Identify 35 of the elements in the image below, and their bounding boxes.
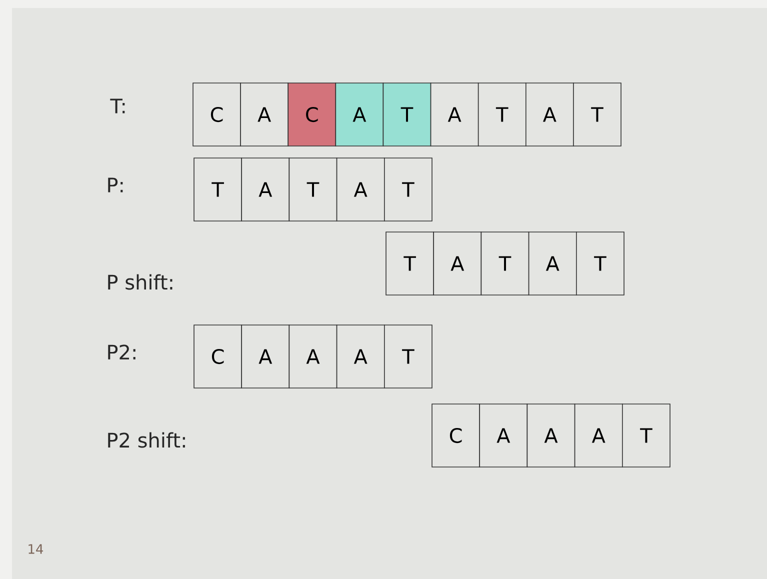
cell-box: T	[480, 232, 530, 296]
cell-box: A	[433, 232, 482, 296]
cell-box: A	[430, 82, 479, 146]
cell-box: A	[241, 158, 290, 222]
row-label: P shift:	[108, 274, 172, 290]
cell-box: A	[240, 82, 289, 146]
cell-box: T	[622, 404, 670, 468]
cell-box: A	[526, 404, 576, 468]
row-label: P:	[108, 178, 123, 192]
row-label: P2 shift:	[108, 432, 185, 448]
cell-box: T	[478, 82, 526, 146]
page-number: 14	[28, 544, 44, 554]
cell-box: T	[384, 324, 432, 388]
cell-box: C	[194, 324, 242, 388]
cell-box: T	[194, 158, 242, 222]
cell-box: A	[574, 404, 623, 468]
cell-box: A	[526, 82, 574, 146]
cell-box: C	[192, 82, 241, 146]
cell-box: T	[288, 158, 338, 222]
row-label: P2:	[108, 344, 136, 360]
cell-box: T	[386, 232, 434, 296]
cell-box: A	[288, 324, 338, 388]
cell-box: T	[576, 232, 624, 296]
cell-box: T	[382, 82, 432, 146]
cell-box: A	[479, 404, 528, 468]
row-label: T:	[110, 98, 125, 114]
cell-box: A	[336, 158, 385, 222]
cell-box: A	[335, 82, 384, 146]
cell-box: C	[432, 404, 480, 468]
cell-box: C	[288, 82, 336, 146]
cell-box: T	[573, 82, 622, 146]
cell-box: A	[336, 324, 385, 388]
cell-box: A	[528, 232, 577, 296]
cell-box: A	[241, 324, 290, 388]
cell-box: T	[384, 158, 432, 222]
